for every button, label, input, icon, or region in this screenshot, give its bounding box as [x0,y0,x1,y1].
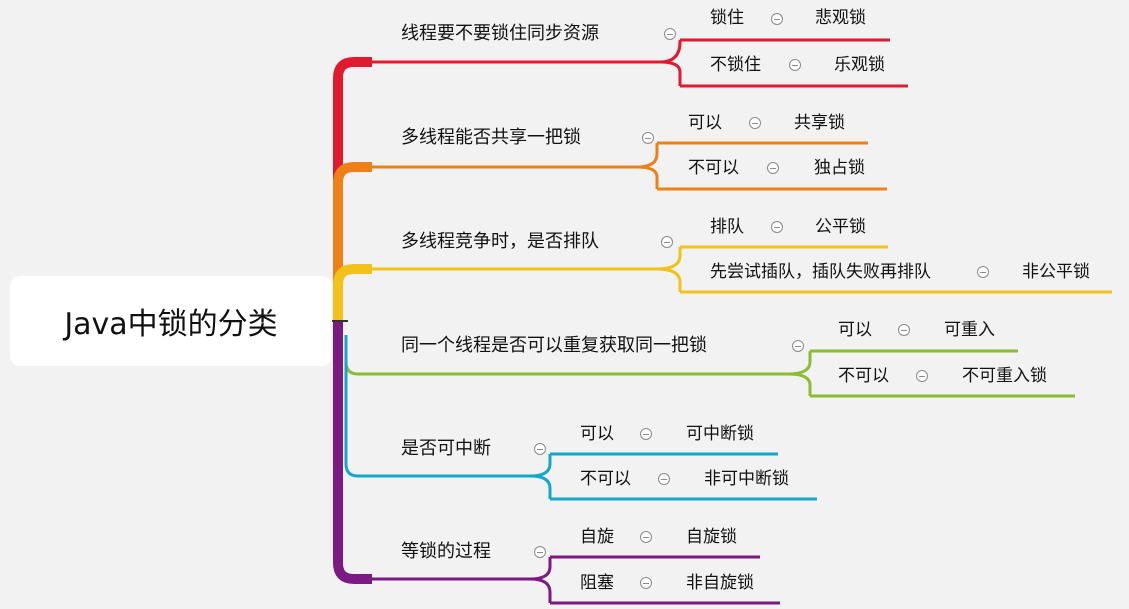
branch-6-label[interactable]: 等锁的过程 [401,541,491,562]
branch-6-collapse-icon[interactable] [534,546,546,558]
branch-5-child-1-collapse-icon[interactable] [640,428,652,440]
branch-2-child-1-label[interactable]: 可以 [688,113,722,133]
branch-1-child-1-leaf[interactable]: 悲观锁 [815,8,866,28]
branch-5-collapse-icon[interactable] [534,443,546,455]
branch-4-child-1-label[interactable]: 可以 [838,320,872,340]
branch-1-child-1-collapse-icon[interactable] [771,13,783,25]
branch-4-collapse-icon[interactable] [792,340,804,352]
branch-1-label[interactable]: 线程要不要锁住同步资源 [401,23,599,44]
branch-1-child-1-label[interactable]: 锁住 [710,8,744,28]
branch-2-child-2-leaf[interactable]: 独占锁 [814,158,865,178]
branch-2-child-2-label[interactable]: 不可以 [688,158,739,178]
branch-1-child-2-label[interactable]: 不锁住 [710,55,761,75]
branch-6-child-1-label[interactable]: 自旋 [580,527,614,547]
branch-2-collapse-icon[interactable] [642,132,654,144]
branch-4-child-1-collapse-icon[interactable] [898,324,910,336]
branch-6-child-2-leaf[interactable]: 非自旋锁 [686,573,754,593]
branch-4-child-2-leaf[interactable]: 不可重入锁 [962,366,1047,386]
root-label: Java中锁的分类 [64,307,278,342]
branch-6-children [529,555,780,605]
root-node[interactable]: Java中锁的分类 [10,276,332,366]
branch-3-child-2-collapse-icon[interactable] [977,266,989,278]
branch-6-child-1-collapse-icon[interactable] [640,531,652,543]
branch-3-child-2-leaf[interactable]: 非公平锁 [1022,262,1090,282]
branch-4-child-2-collapse-icon[interactable] [916,370,928,382]
branch-3-child-1-collapse-icon[interactable] [771,221,783,233]
branch-4-child-2-label[interactable]: 不可以 [838,366,889,386]
branch-2-children [636,141,887,191]
branch-6-child-2-collapse-icon[interactable] [640,577,652,589]
branch-3-child-1-label[interactable]: 排队 [710,217,744,237]
branch-5-child-2-collapse-icon[interactable] [658,473,670,485]
branch-4-child-1-leaf[interactable]: 可重入 [944,320,995,340]
branch-1-collapse-icon[interactable] [664,28,676,40]
spine-blue [344,335,359,478]
branch-1-child-2-leaf[interactable]: 乐观锁 [834,55,885,75]
branch-1-children [659,38,908,88]
spine-green [344,335,359,376]
branch-2-child-2-collapse-icon[interactable] [767,162,779,174]
branch-5-child-1-label[interactable]: 可以 [580,424,614,444]
branch-3-collapse-icon[interactable] [661,236,673,248]
branch-6-child-1-leaf[interactable]: 自旋锁 [686,527,737,547]
branch-5-child-2-leaf[interactable]: 非可中断锁 [704,469,789,489]
branch-2-label[interactable]: 多线程能否共享一把锁 [401,127,581,148]
spine-yellow [333,264,372,320]
branch-4-children [787,349,1075,398]
branch-5-label[interactable]: 是否可中断 [401,438,491,459]
branch-6-child-2-label[interactable]: 阻塞 [580,573,614,593]
branch-3-label[interactable]: 多线程竞争时，是否排队 [401,231,599,252]
spine-orange [333,162,372,320]
branch-2-child-1-leaf[interactable]: 共享锁 [794,113,845,133]
spine-red [333,57,372,320]
branch-3-child-2-label[interactable]: 先尝试插队，插队失败再排队 [710,262,931,282]
branch-5-child-1-leaf[interactable]: 可中断锁 [686,424,754,444]
branch-2-child-1-collapse-icon[interactable] [749,117,761,129]
spine-purple [333,320,372,584]
branch-5-children [529,452,817,501]
branch-3-child-1-leaf[interactable]: 公平锁 [815,217,866,237]
branch-4-label[interactable]: 同一个线程是否可以重复获取同一把锁 [401,335,707,356]
branch-1-child-2-collapse-icon[interactable] [789,59,801,71]
branch-3-children [655,245,1112,294]
branch-5-child-2-label[interactable]: 不可以 [580,469,631,489]
